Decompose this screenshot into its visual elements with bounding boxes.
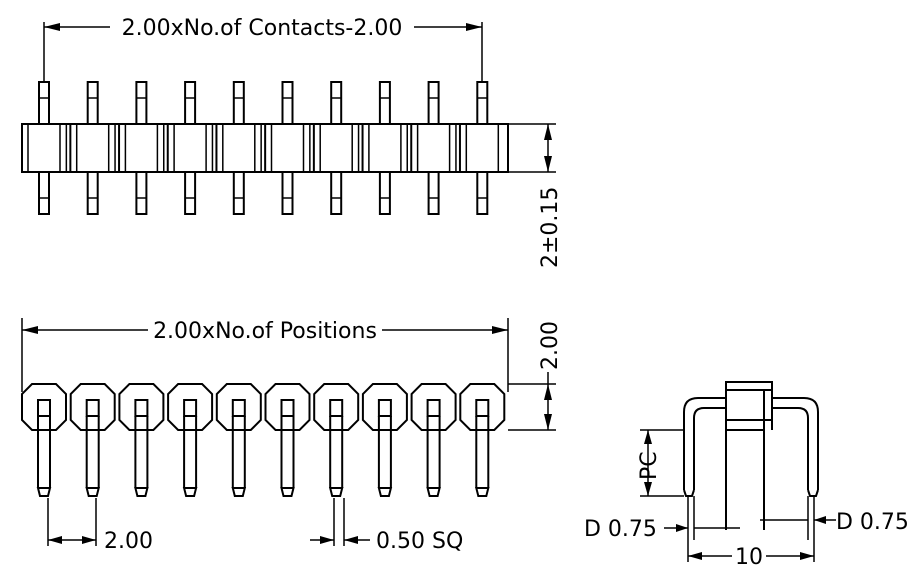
- left-bent-pin-inner: [693, 407, 726, 490]
- front-body-segment: [21, 383, 67, 431]
- front-view: 2.00xNo.of Positions 2.00 2.00 0.50 SQ: [21, 318, 563, 554]
- pitch-label: 2.00: [104, 529, 153, 554]
- sq-label: 0.50 SQ: [376, 529, 463, 554]
- front-pin: [182, 399, 198, 497]
- top-pin: [455, 81, 500, 215]
- top-pin: [114, 81, 159, 215]
- w10-arrow-left: [688, 552, 702, 560]
- front-pin: [36, 399, 52, 497]
- top-length-label: 2.00xNo.of Contacts-2.00: [122, 16, 403, 41]
- top-pins: [27, 81, 500, 215]
- sq-arrow-left: [320, 536, 334, 544]
- d-right-label: D 0.75: [836, 510, 909, 535]
- front-dim-arrow-right: [492, 326, 508, 334]
- front-pin: [377, 399, 393, 497]
- front-pin: [328, 399, 344, 497]
- front-body-segment: [118, 383, 165, 431]
- right-bent-pin-inner: [772, 407, 809, 490]
- top-dim-arrow-left: [44, 23, 60, 31]
- left-bent-pin-outer: [683, 397, 726, 490]
- top-pin: [211, 81, 256, 215]
- right-pin-tip: [807, 489, 819, 497]
- d-left-label: D 0.75: [584, 517, 657, 542]
- front-body-segment: [410, 383, 457, 431]
- front-body-segment: [313, 383, 360, 431]
- top-pin: [163, 81, 207, 215]
- d-right-arrow: [814, 516, 826, 524]
- d-left-arrow: [676, 524, 688, 532]
- pc-label: PC: [637, 451, 662, 480]
- top-dim-arrow-right: [466, 23, 482, 31]
- right-bent-pin-outer: [772, 397, 819, 490]
- front-body-segment: [167, 383, 214, 431]
- positions-length-label: 2.00xNo.of Positions: [153, 319, 377, 344]
- body-height-arrow-top: [544, 384, 552, 400]
- side-top-cap: [725, 381, 773, 391]
- front-pin: [231, 399, 247, 497]
- pitch-arrow-right: [82, 536, 96, 544]
- front-pin: [85, 399, 100, 497]
- top-pin: [65, 81, 110, 215]
- front-body: [21, 383, 506, 431]
- height-arrow-bottom: [544, 156, 552, 172]
- side-view: PC D 0.75 D 0.75 10: [584, 381, 909, 570]
- left-pin-tip: [683, 489, 695, 497]
- pc-arrow-bottom: [644, 482, 652, 496]
- front-pin: [426, 399, 441, 497]
- front-pin: [134, 399, 149, 497]
- body-height-label: 2.00: [538, 321, 563, 370]
- top-pin: [27, 81, 61, 215]
- pc-arrow-top: [644, 430, 652, 444]
- front-pin: [280, 399, 295, 497]
- sq-arrow-right: [344, 536, 358, 544]
- top-pin: [357, 81, 402, 215]
- height-tolerance-label: 2±0.15: [538, 187, 563, 268]
- front-pin: [475, 399, 490, 497]
- front-dim-arrow-left: [22, 326, 38, 334]
- front-pins: [36, 399, 490, 497]
- front-body-segment: [264, 383, 311, 431]
- front-body-segment: [215, 383, 262, 431]
- top-pin: [406, 81, 451, 215]
- height-arrow-top: [544, 124, 552, 140]
- top-view: 2.00xNo.of Contacts-2.00 2±0.15: [21, 16, 563, 268]
- front-body-segment: [361, 383, 408, 431]
- pitch-arrow-left: [48, 536, 62, 544]
- body-height-arrow-bottom: [544, 414, 552, 430]
- top-pin: [260, 81, 305, 215]
- front-body-segment: [459, 383, 506, 431]
- w10-arrow-right: [800, 552, 814, 560]
- side-housing: [725, 389, 765, 431]
- front-body-segment: [69, 383, 116, 431]
- top-pin: [309, 81, 353, 215]
- width-10-label: 10: [735, 545, 763, 570]
